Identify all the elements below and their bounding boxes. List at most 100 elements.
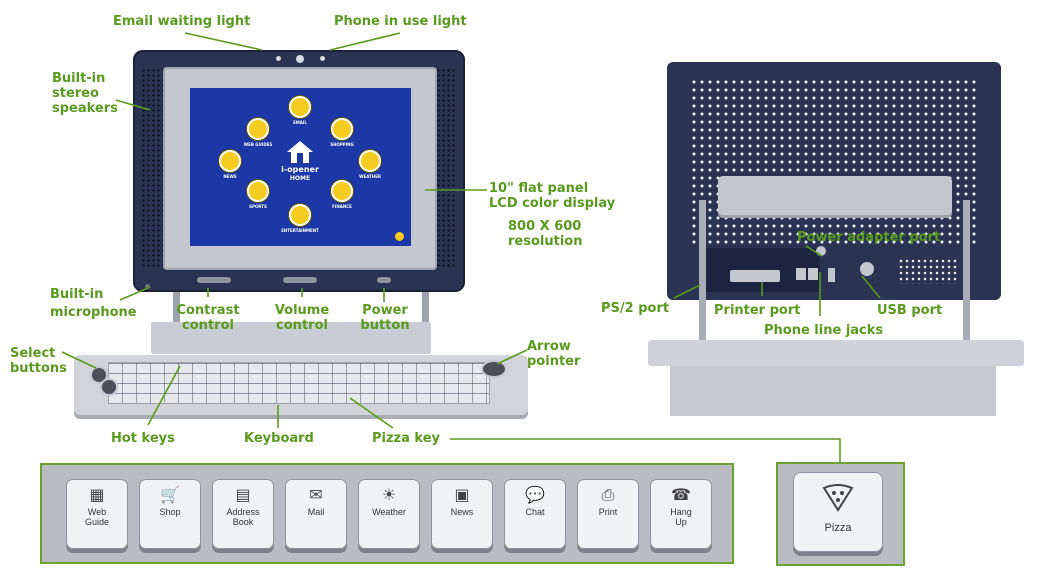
- hotkey-address-book[interactable]: ▤ Address Book: [212, 479, 274, 549]
- news-icon[interactable]: [219, 150, 241, 172]
- carry-handle[interactable]: [718, 176, 952, 218]
- hotkey-hang-up[interactable]: ☎ Hang Up: [650, 479, 712, 549]
- front-stand-base: [151, 322, 431, 354]
- label-display-line1: 10" flat panel: [489, 181, 589, 196]
- hotkey-address-book-label1: Address: [226, 507, 260, 517]
- label-microphone-line1: Built-in: [50, 287, 104, 302]
- label-speakers: Built-in stereo speakers: [52, 71, 118, 116]
- hotkey-shop[interactable]: 🛒 Shop: [139, 479, 201, 549]
- label-speakers-line3: speakers: [52, 101, 118, 116]
- label-volume-line1: Volume: [274, 303, 330, 318]
- label-arrow-line2: pointer: [527, 354, 581, 369]
- hotkey-news[interactable]: ▣ News: [431, 479, 493, 549]
- news-icon-label: NEWS: [223, 174, 237, 179]
- phone-jack-1[interactable]: [796, 268, 806, 280]
- home-label: HOME: [289, 175, 311, 182]
- hotkey-news-label: News: [450, 507, 474, 517]
- select-button-right[interactable]: [100, 378, 118, 396]
- label-resolution-line1: 800 X 600: [508, 219, 582, 234]
- weather-icon-label: WEATHER: [359, 174, 381, 179]
- volume-control[interactable]: [283, 277, 317, 283]
- keyboard-keys[interactable]: [108, 362, 490, 404]
- finance-icon[interactable]: [331, 180, 353, 202]
- hotkey-shop-label: Shop: [159, 507, 181, 517]
- hotkey-strip: ▦ Web Guide 🛒 Shop ▤ Address Book ✉ Mail…: [40, 463, 734, 564]
- hang-up-icon: ☎: [671, 485, 691, 504]
- entertainment-icon-label: ENTERTAINMENT: [281, 228, 319, 233]
- hotkey-weather-label: Weather: [372, 507, 406, 517]
- label-phone-jacks: Phone line jacks: [764, 323, 884, 338]
- phone-light-icon: [320, 56, 325, 61]
- help-icon[interactable]: [395, 232, 404, 241]
- hotkey-mail-label: Mail: [307, 507, 325, 517]
- shopping-icon-label: SHOPPING: [330, 142, 354, 147]
- power-adapter-port[interactable]: [816, 246, 826, 256]
- entertainment-icon[interactable]: [289, 204, 311, 226]
- usb-port-slot[interactable]: [828, 268, 835, 282]
- label-contrast-line2: control: [182, 318, 234, 333]
- logo-icon: [296, 55, 304, 63]
- printer-port[interactable]: [730, 270, 780, 282]
- side-vents: [898, 258, 958, 284]
- label-select-line1: Select: [10, 346, 56, 361]
- pizza-key[interactable]: Pizza: [793, 472, 883, 552]
- usb-port[interactable]: [860, 262, 874, 276]
- print-icon: ⎙: [601, 485, 615, 504]
- label-power-line2: button: [360, 318, 410, 333]
- address-book-icon: ▤: [235, 485, 251, 504]
- power-button[interactable]: [377, 277, 391, 283]
- label-microphone: Built-in microphone: [50, 287, 137, 320]
- weather-icon: ☀: [381, 485, 397, 504]
- label-resolution: 800 X 600 resolution: [508, 219, 582, 249]
- label-arrow-line1: Arrow: [527, 339, 571, 354]
- shop-icon: 🛒: [160, 485, 180, 504]
- label-ps2: PS/2 port: [601, 301, 670, 316]
- label-arrow: Arrow pointer: [527, 339, 580, 369]
- chat-icon: 💬: [525, 485, 545, 504]
- web-guides-icon[interactable]: [247, 118, 269, 140]
- label-volume: Volume control: [262, 303, 342, 333]
- back-stand-base: [670, 366, 996, 416]
- label-power-line1: Power: [362, 303, 408, 318]
- phone-jack-2[interactable]: [808, 268, 818, 280]
- arrow-pointer[interactable]: [481, 360, 507, 378]
- label-speakers-line1: Built-in: [52, 71, 106, 86]
- hotkey-hang-up-label1: Hang: [670, 507, 692, 517]
- hotkey-hang-up-label2: Up: [675, 517, 687, 527]
- contrast-control[interactable]: [197, 277, 231, 283]
- label-printer: Printer port: [714, 303, 801, 318]
- hotkey-web-guide-label1: Web: [87, 507, 107, 517]
- web-guide-icon: ▦: [89, 485, 105, 504]
- label-display: 10" flat panel LCD color display: [489, 181, 615, 211]
- label-pizza-key: Pizza key: [372, 431, 441, 446]
- sports-icon[interactable]: [247, 180, 269, 202]
- hotkey-print[interactable]: ⎙ Print: [577, 479, 639, 549]
- label-keyboard: Keyboard: [244, 431, 314, 446]
- home-house-icon[interactable]: [286, 140, 314, 164]
- weather-icon[interactable]: [359, 150, 381, 172]
- label-power: Power button: [350, 303, 420, 333]
- web-guides-icon-label: WEB GUIDES: [243, 142, 273, 147]
- label-usb: USB port: [877, 303, 943, 318]
- left-speaker-grille: [141, 68, 167, 268]
- stand-leg-left: [173, 292, 180, 348]
- back-keyboard-edge: [648, 340, 1024, 366]
- lcd-screen[interactable]: EMAIL SHOPPING WEATHER FINANCE ENTERTAIN…: [190, 88, 411, 246]
- pizza-key-label: Pizza: [824, 522, 852, 534]
- news-icon: ▣: [454, 485, 470, 504]
- label-display-line2: LCD color display: [489, 196, 616, 211]
- port-panel: [700, 248, 820, 292]
- brand-name: i-opener: [281, 165, 319, 174]
- hotkey-web-guide-label2: Guide: [84, 517, 110, 527]
- shopping-icon[interactable]: [331, 118, 353, 140]
- hotkey-mail[interactable]: ✉ Mail: [285, 479, 347, 549]
- hotkey-chat[interactable]: 💬 Chat: [504, 479, 566, 549]
- hotkey-print-label: Print: [598, 507, 618, 517]
- email-icon[interactable]: [289, 96, 311, 118]
- hotkey-weather[interactable]: ☀ Weather: [358, 479, 420, 549]
- stand-leg-right: [422, 292, 429, 348]
- label-hot-keys: Hot keys: [111, 431, 175, 446]
- label-contrast: Contrast control: [168, 303, 248, 333]
- hotkey-web-guide[interactable]: ▦ Web Guide: [66, 479, 128, 549]
